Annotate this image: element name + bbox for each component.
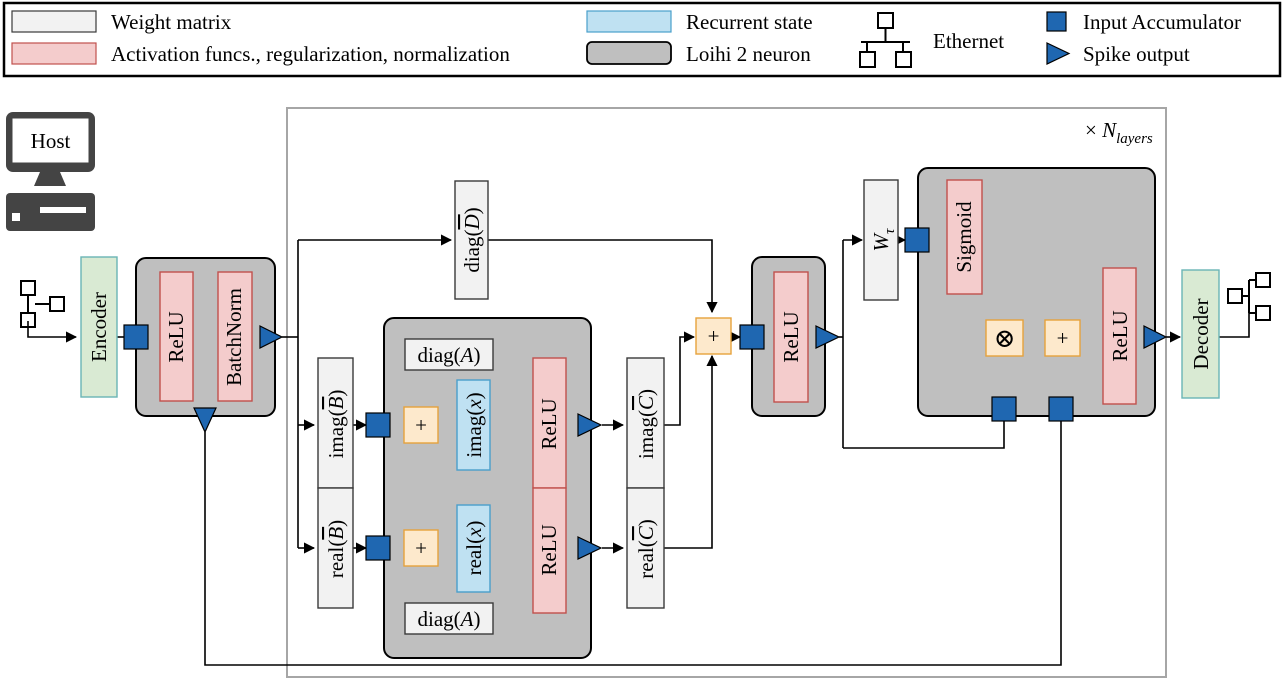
- legend-spike-swatch: [1046, 42, 1071, 65]
- sum-gate: [1044, 319, 1081, 357]
- sum-main: [695, 317, 732, 355]
- w-tau-label: Wτ: [869, 228, 898, 252]
- relu-1-block: [159, 271, 194, 402]
- legend: Weight matrix Activation funcs., regular…: [2, 1, 1282, 78]
- sigmoid-block: [946, 179, 983, 295]
- host-computer-icon: [6, 112, 95, 231]
- relu-3-label: ReLU: [779, 311, 803, 362]
- real-x-block: [456, 504, 491, 593]
- batchnorm-block: [217, 271, 253, 402]
- accumulator-imag: [365, 412, 391, 438]
- relu-4-block: [1102, 267, 1137, 405]
- ethernet-left-icon: [20, 280, 65, 328]
- legend-accumulator-swatch: [1046, 11, 1067, 32]
- real-c-block: [626, 487, 665, 609]
- legend-activation-label: Activation funcs., regularization, norma…: [111, 42, 510, 66]
- encoder-block: [80, 256, 118, 398]
- ethernet-right-icon: [1227, 272, 1271, 321]
- sum-main-label: +: [708, 324, 720, 348]
- real-b-block: [317, 487, 354, 609]
- sum-imag-label: +: [415, 413, 427, 437]
- w-tau-block: [863, 179, 899, 301]
- diag-a-bottom-block: [404, 602, 494, 635]
- decoder-block: [1181, 269, 1220, 399]
- legend-spike-label: Spike output: [1083, 42, 1190, 66]
- spike-out-real: [577, 536, 603, 560]
- relu-imag-label: ReLU: [537, 398, 561, 449]
- accumulator-skip: [1048, 396, 1074, 422]
- diag-d-label: diag(D): [460, 207, 484, 272]
- diag-a-top-block: [404, 338, 494, 371]
- imag-b-label: imag(B): [324, 390, 348, 459]
- diag-a-bottom-label: diag(A): [418, 607, 481, 631]
- layers-count-label: × Nlayers: [1085, 118, 1153, 147]
- accumulator-wtau: [904, 227, 930, 253]
- neuron-1: [135, 257, 276, 417]
- legend-accumulator-label: Input Accumulator: [1083, 10, 1241, 34]
- batchnorm-label: BatchNorm: [222, 288, 246, 386]
- sum-gate-label: +: [1057, 326, 1069, 350]
- imag-b-block: [317, 357, 354, 489]
- encoder-label: Encoder: [87, 292, 111, 362]
- relu-real-block: [532, 487, 567, 614]
- accumulator-real: [365, 535, 391, 561]
- spike-out-3: [815, 325, 841, 349]
- legend-activation-swatch: [11, 42, 97, 65]
- relu-4-label: ReLU: [1108, 310, 1132, 361]
- imag-x-label: imag(x): [462, 392, 486, 457]
- sum-real-label: +: [415, 536, 427, 560]
- diag-d-block: [454, 180, 489, 300]
- accumulator-mult: [991, 396, 1017, 422]
- diag-a-top-label: diag(A): [418, 343, 481, 367]
- relu-1-label: ReLU: [164, 311, 188, 362]
- relu-imag-block: [532, 357, 567, 489]
- accumulator-1: [123, 324, 149, 350]
- sum-real: [403, 529, 439, 567]
- layer-frame: [286, 107, 1167, 678]
- accumulator-3: [739, 324, 765, 350]
- relu-real-label: ReLU: [537, 524, 561, 575]
- sigmoid-label: Sigmoid: [952, 201, 976, 273]
- legend-weight-label: Weight matrix: [111, 10, 232, 34]
- legend-neuron-swatch: [586, 41, 672, 65]
- imag-c-label: imag(C): [634, 389, 658, 459]
- spike-out-imag: [577, 413, 603, 437]
- legend-ethernet-icon: [859, 12, 912, 68]
- legend-neuron-label: Loihi 2 neuron: [686, 42, 811, 66]
- multiply-node: [985, 319, 1024, 357]
- spike-out-1: [259, 325, 284, 349]
- real-c-label: real(C): [634, 519, 658, 579]
- sum-imag: [403, 406, 439, 444]
- real-b-label: real(B): [324, 520, 348, 578]
- relu-3-block: [773, 271, 809, 403]
- real-x-label: real(x): [462, 521, 486, 576]
- host-label: Host: [31, 129, 71, 153]
- spike-out-1b: [193, 407, 217, 434]
- imag-x-block: [456, 379, 491, 471]
- multiply-label: ⊗: [994, 324, 1016, 353]
- legend-recurrent-swatch: [586, 10, 672, 33]
- legend-weight-swatch: [11, 10, 97, 33]
- legend-recurrent-label: Recurrent state: [686, 10, 813, 34]
- legend-ethernet-label: Ethernet: [933, 29, 1004, 53]
- spike-out-4: [1143, 325, 1168, 349]
- decoder-label: Decoder: [1189, 298, 1213, 369]
